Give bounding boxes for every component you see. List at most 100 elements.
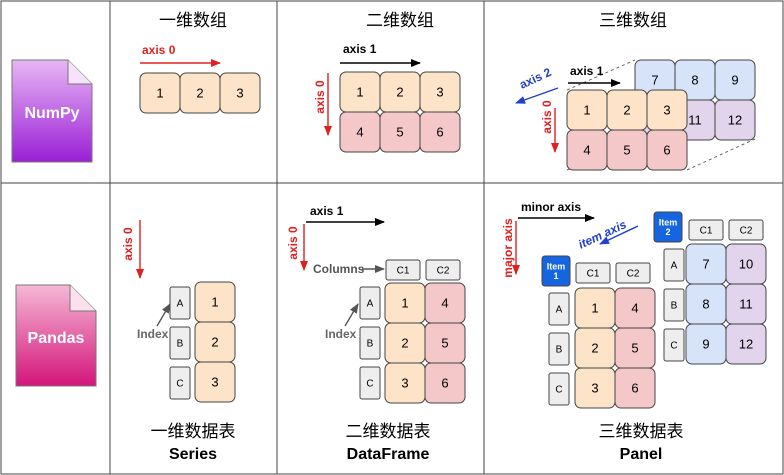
np3d-front-cell: 2	[606, 89, 648, 131]
df-column-header-text: C2	[437, 266, 450, 277]
np3d-back-cell: 9	[714, 59, 756, 101]
df-index-cell-text: C	[366, 379, 373, 390]
np1d-cell: 1	[139, 72, 181, 114]
axis0-label-3d: axis 0	[540, 100, 554, 134]
caption-dataframe-cn: 二维数据表	[346, 422, 431, 442]
df-value-cell: 2	[384, 322, 426, 364]
panel1-index-cell-text: A	[556, 305, 563, 316]
series-value-cell-text: 1	[211, 295, 218, 310]
df-value-cell-text: 6	[441, 376, 448, 391]
np1d-cell-text: 1	[156, 86, 163, 101]
np3d-back-cell-text: 9	[731, 73, 738, 88]
np3d-front-cell-text: 2	[623, 103, 630, 118]
series-index-cell-text: C	[176, 379, 183, 390]
panel1-column-header-text: C1	[587, 269, 600, 280]
np3d-front-cell-text: 5	[623, 143, 630, 158]
panel1-value-cell-text: 1	[591, 301, 598, 316]
major-axis-label: major axis	[501, 218, 515, 278]
panel-item1-badge-text: Item	[547, 262, 566, 272]
df-value-cell-text: 3	[401, 376, 408, 391]
np3d-front-cell: 4	[566, 129, 608, 171]
df-value-cell-text: 4	[441, 296, 448, 311]
np1d-cell: 2	[179, 72, 221, 114]
panel1-value-cell: 1	[574, 287, 616, 329]
panel1-value-cell: 6	[614, 367, 656, 409]
df-index-cell-text: A	[367, 299, 374, 310]
panel1-index-cell: C	[548, 372, 570, 406]
np3d-front-cell: 5	[606, 129, 648, 171]
series-index-cell: A	[169, 286, 191, 320]
panel2-index-cell: A	[663, 248, 685, 282]
np3d-front-cell: 1	[566, 89, 608, 131]
axis1-label-3d: axis 1	[570, 64, 604, 78]
panel2-index-cell-text: A	[671, 261, 678, 272]
np2d-cell: 1	[339, 71, 381, 113]
panel2-value-cell: 7	[685, 243, 727, 285]
panel1-value-cell: 5	[614, 327, 656, 369]
np3d-back-cell-text: 8	[691, 73, 698, 88]
df-index-cell: B	[359, 326, 381, 360]
np3d-back-cell-text: 12	[728, 113, 742, 128]
series-index-cell-text: A	[177, 299, 184, 310]
df-column-header-text: C1	[397, 266, 410, 277]
numpy-row-label: NumPy	[11, 59, 93, 163]
panel2-value-cell: 8	[685, 283, 727, 325]
np3d-front-cell-text: 4	[583, 143, 590, 158]
index-label-df: Index	[325, 327, 357, 341]
panel2-column-header: C2	[728, 219, 764, 241]
np2d-cell: 4	[339, 111, 381, 153]
panel1-index-cell: B	[548, 332, 570, 366]
panel-item1-badge-text: 1	[553, 271, 558, 281]
np2d-cell: 6	[419, 111, 461, 153]
panel1-value-cell: 4	[614, 287, 656, 329]
axis0-label-series: axis 0	[121, 227, 135, 261]
series-block: axis 0 Index ABC 123	[121, 220, 236, 403]
df-index-cell: C	[359, 366, 381, 400]
caption-series-cn: 一维数据表	[151, 422, 236, 442]
df-index-cell: A	[359, 286, 381, 320]
df-value-cell: 6	[424, 362, 466, 404]
caption-panel-en: Panel	[620, 446, 663, 463]
panel2-index-cell: C	[663, 328, 685, 362]
pandas-label: Pandas	[28, 330, 85, 347]
panel1-value-cell-text: 3	[591, 381, 598, 396]
pandas-row-label: Pandas	[15, 284, 97, 387]
series-value-cell: 1	[194, 281, 236, 323]
np2d-cell: 5	[379, 111, 421, 153]
panel1-column-header: C2	[615, 262, 651, 284]
axis1-label-df: axis 1	[310, 204, 344, 218]
panel2-value-cell-text: 10	[739, 257, 753, 272]
np1d-cell-text: 2	[196, 86, 203, 101]
np1d-cell-text: 3	[236, 86, 243, 101]
panel-item2-badge-text: 2	[665, 227, 670, 237]
df-value-cell: 3	[384, 362, 426, 404]
panel2-value-cell: 11	[725, 283, 767, 325]
caption-dataframe-en: DataFrame	[347, 446, 430, 463]
np2d-cell-text: 2	[396, 85, 403, 100]
series-index-cell: B	[169, 326, 191, 360]
panel2-value-cell-text: 12	[739, 337, 753, 352]
series-value-cell-text: 3	[211, 375, 218, 390]
header-2d-array: 二维数组	[366, 11, 434, 31]
panel1-value-cell-text: 4	[631, 301, 638, 316]
panel1-index-cell: A	[548, 292, 570, 326]
panel2-index-cell-text: B	[671, 301, 678, 312]
series-index-cell-text: B	[177, 339, 184, 350]
panel2-value-cell-text: 9	[702, 337, 709, 352]
np3d-back-cell-text: 7	[651, 73, 658, 88]
np2d-cell-text: 5	[396, 125, 403, 140]
series-value-cell: 2	[194, 321, 236, 363]
panel1-value-cell-text: 5	[631, 341, 638, 356]
np1d-cell: 3	[219, 72, 261, 114]
axis0-label-2d: axis 0	[313, 80, 327, 114]
np3d-back-cell: 12	[714, 99, 756, 141]
np2d-cell-text: 3	[436, 85, 443, 100]
panel1-value-cell-text: 6	[631, 381, 638, 396]
